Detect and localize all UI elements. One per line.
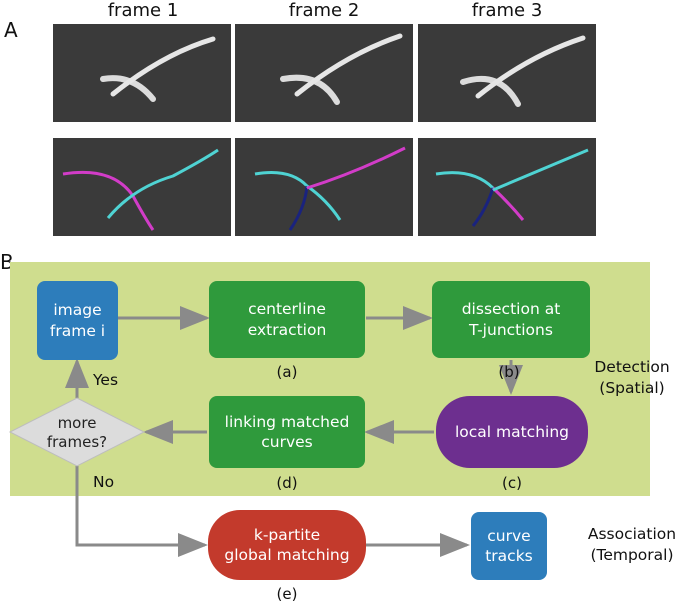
frame-3-title: frame 3 xyxy=(471,0,543,21)
caption-c: (c) xyxy=(502,474,522,492)
centerline-extraction-node: centerline extraction xyxy=(209,281,365,358)
annotated-frame-3-image xyxy=(418,138,596,236)
caption-d: (d) xyxy=(276,474,298,492)
caption-b: (b) xyxy=(498,363,520,381)
panel-a-label: A xyxy=(4,18,18,42)
kpartite-matching-node: k-partite global matching xyxy=(208,510,366,580)
frame-2-title: frame 2 xyxy=(288,0,360,21)
association-temporal-label: Association (Temporal) xyxy=(587,525,677,564)
caption-e: (e) xyxy=(276,585,298,603)
raw-frame-1-image xyxy=(53,24,231,122)
curve-tracks-node: curve tracks xyxy=(471,512,547,580)
decision-diamond-shape xyxy=(8,397,146,467)
annotated-frame-2-image xyxy=(235,138,413,236)
image-frame-node: image frame i xyxy=(37,281,118,360)
annotated-frame-1-image xyxy=(53,138,231,236)
detection-spatial-label: Detection (Spatial) xyxy=(594,358,670,397)
caption-a: (a) xyxy=(276,363,298,381)
arrow-no-to-kpartite xyxy=(75,466,208,557)
local-matching-node: local matching xyxy=(436,396,588,468)
linking-node: linking matched curves xyxy=(209,396,365,468)
raw-frame-3-image xyxy=(418,24,596,122)
raw-frame-2-image xyxy=(235,24,413,122)
frame-1-title: frame 1 xyxy=(107,0,179,21)
yes-label: Yes xyxy=(93,371,119,389)
more-frames-decision: more frames? xyxy=(46,413,108,452)
dissection-node: dissection at T-junctions xyxy=(432,281,590,358)
no-label: No xyxy=(93,473,115,491)
